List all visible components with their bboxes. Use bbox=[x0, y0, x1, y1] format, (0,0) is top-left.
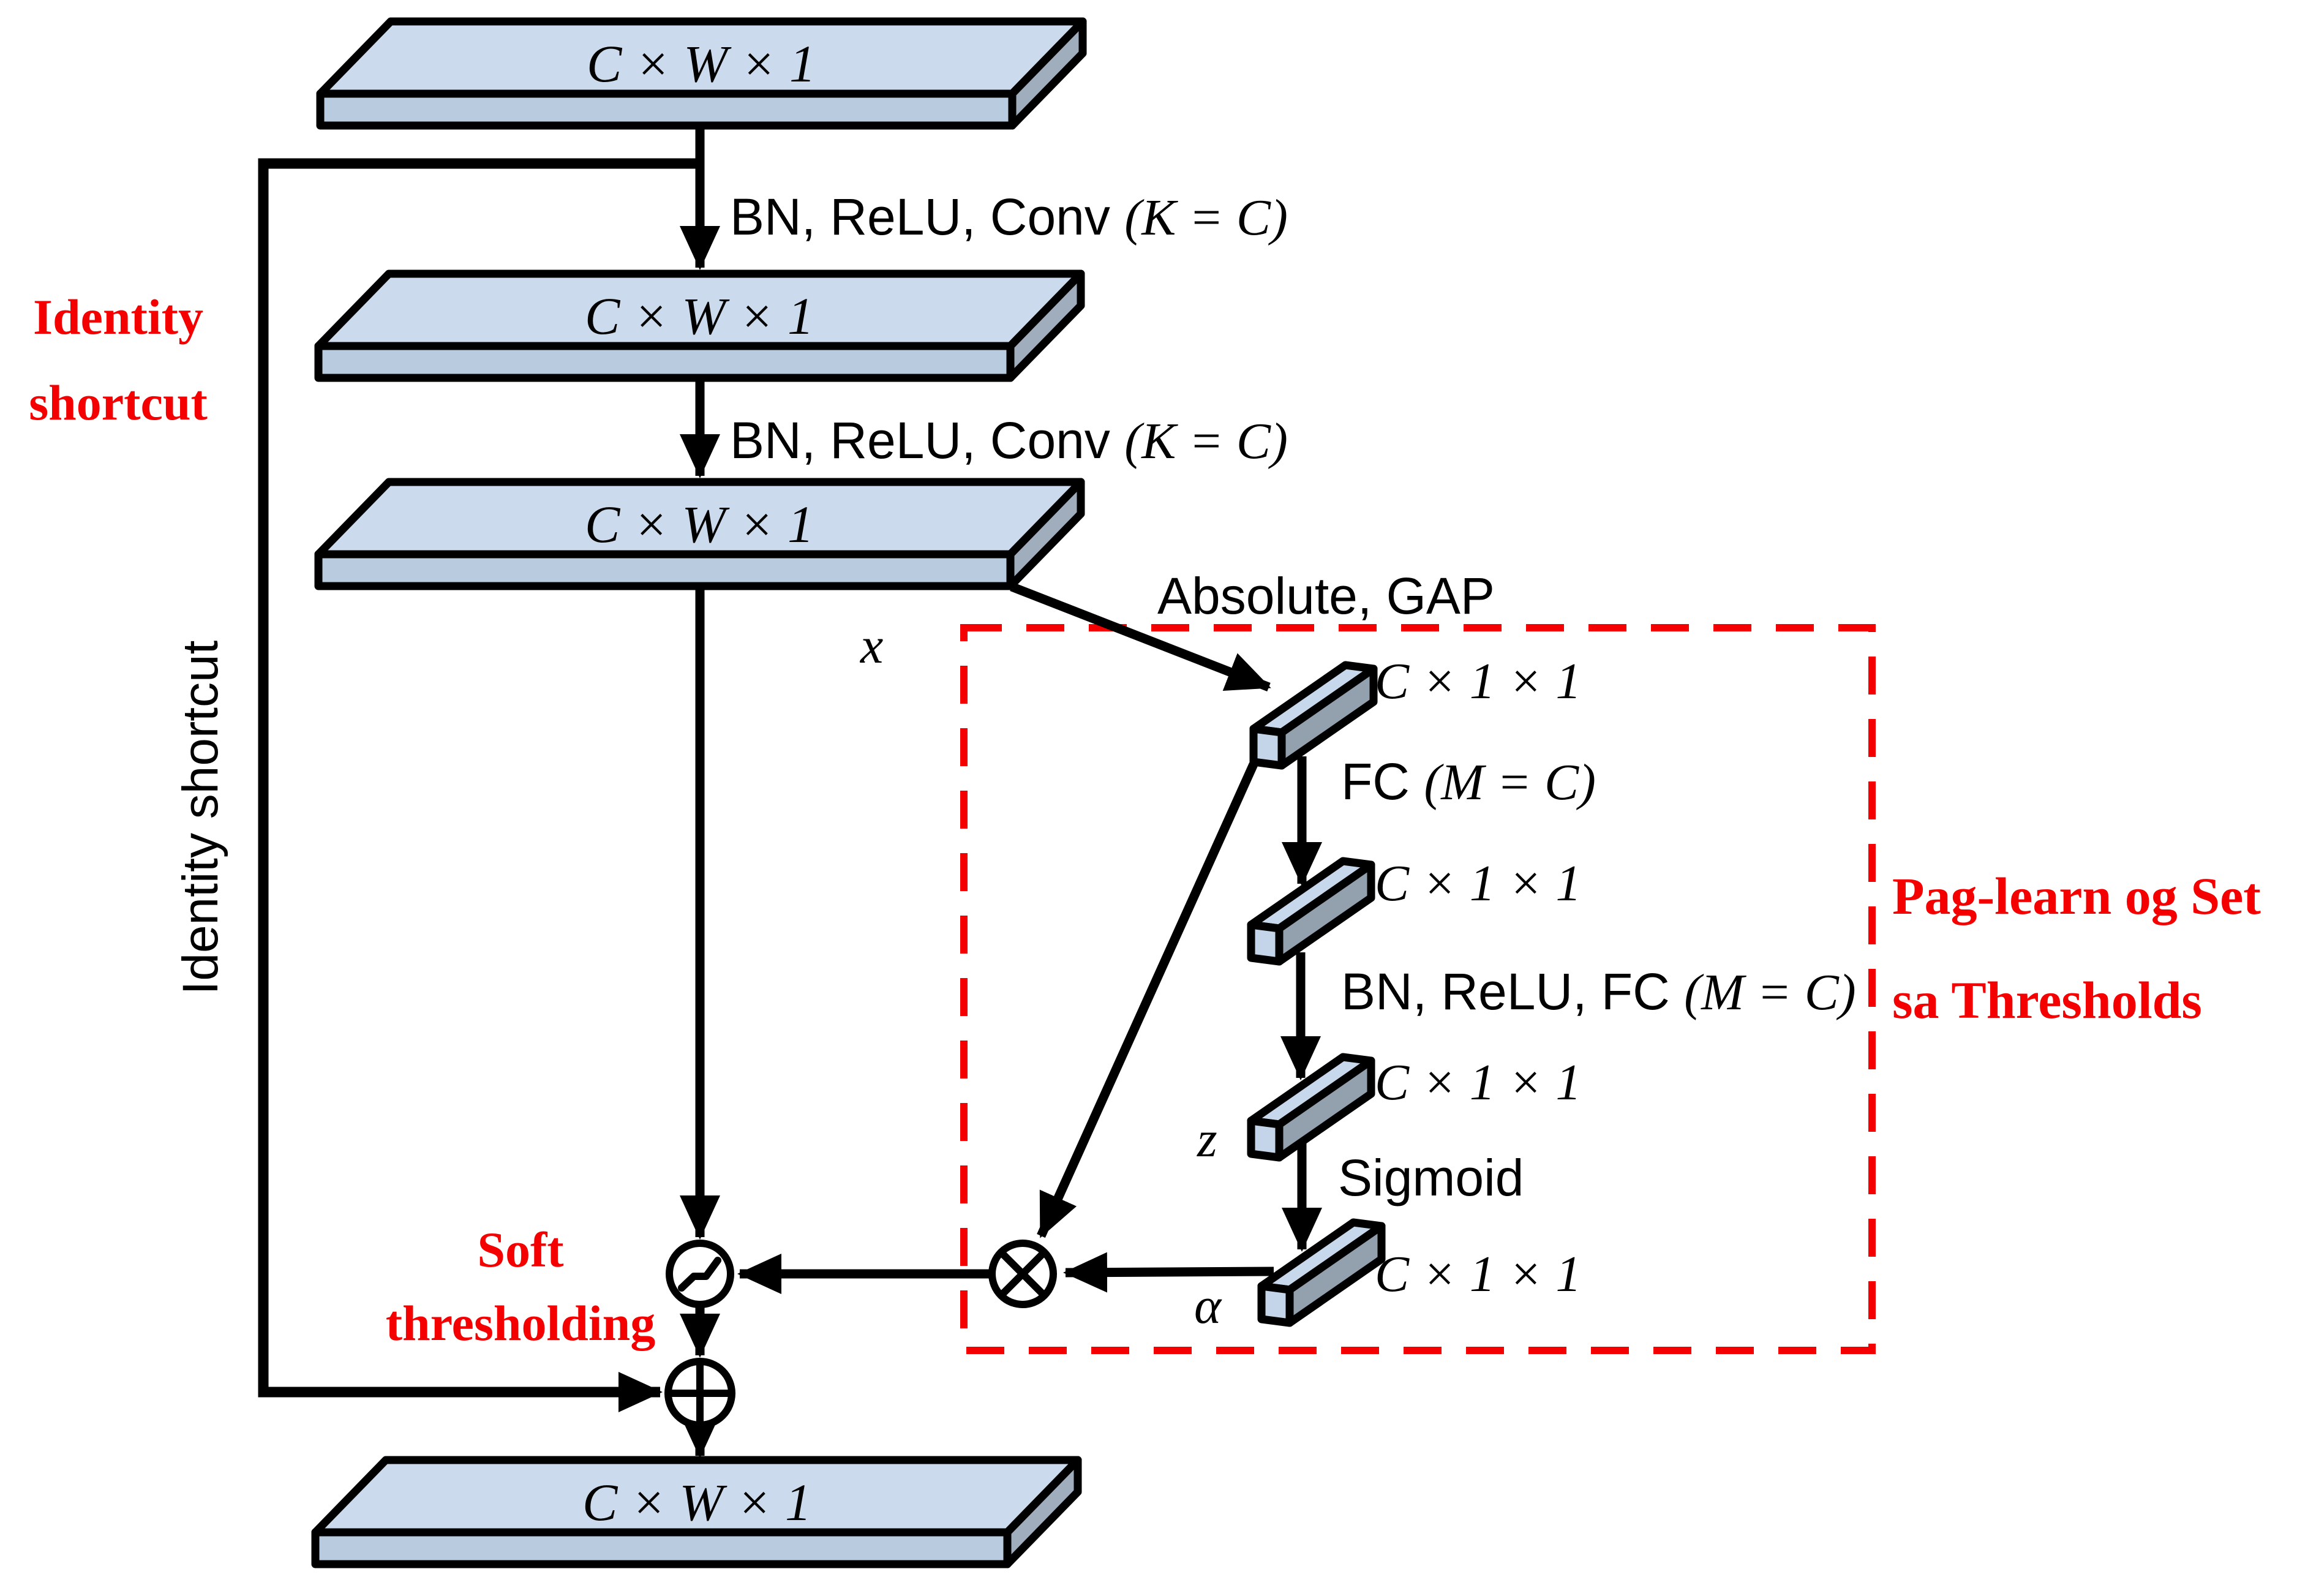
arrow-absolute-gap bbox=[1010, 582, 1271, 691]
label-conv1: BN, ReLU, Conv (K = C) bbox=[730, 188, 1288, 246]
identity-shortcut-title-line1: Identity bbox=[33, 289, 203, 345]
bar-front-face bbox=[1247, 1116, 1284, 1162]
bar-label: C × 1 × 1 bbox=[1375, 855, 1581, 912]
bar-label: C × 1 × 1 bbox=[1375, 653, 1581, 710]
label-conv2-math: (K = C) bbox=[1124, 413, 1288, 470]
multiply-icon bbox=[999, 1250, 1047, 1298]
soft-threshold-node bbox=[666, 1240, 734, 1308]
arrow-x-to-multiply bbox=[1037, 762, 1258, 1238]
add-node bbox=[664, 1358, 735, 1429]
label-fc-prefix: FC bbox=[1341, 753, 1424, 810]
soft-thresholding-label-line1: Soft bbox=[477, 1222, 563, 1278]
label-x: x bbox=[859, 617, 883, 674]
label-sigmoid: Sigmoid bbox=[1338, 1149, 1524, 1206]
label-bn-relu-fc-math: (M = C) bbox=[1684, 964, 1856, 1021]
identity-shortcut-title-line2: shortcut bbox=[29, 375, 208, 431]
bar-gap-output bbox=[1249, 661, 1378, 770]
bar-z bbox=[1247, 1053, 1375, 1162]
slab-conv2-output: C × W × 1 bbox=[314, 478, 1085, 590]
identity-shortcut-line bbox=[258, 158, 704, 1412]
label-conv2: BN, ReLU, Conv (K = C) bbox=[730, 412, 1288, 470]
label-alpha: α bbox=[1194, 1278, 1222, 1334]
bar-fc-output bbox=[1247, 857, 1375, 966]
slab-label: C × W × 1 bbox=[582, 1473, 811, 1532]
soft-threshold-icon bbox=[678, 1257, 721, 1292]
bar-front-face bbox=[1247, 920, 1284, 966]
label-bn-relu-fc-prefix: BN, ReLU, FC bbox=[1341, 963, 1684, 1020]
slab-label: C × W × 1 bbox=[587, 34, 816, 93]
multiply-node bbox=[988, 1240, 1057, 1308]
slab-front-face bbox=[311, 1528, 1012, 1568]
attention-branch-arrows bbox=[737, 582, 1322, 1294]
slab-input: C × W × 1 bbox=[316, 17, 1087, 130]
threshold-subnet-box bbox=[960, 624, 1876, 1354]
slab-conv1-output: C × W × 1 bbox=[314, 269, 1085, 382]
label-conv1-prefix: BN, ReLU, Conv bbox=[730, 188, 1124, 246]
slab-label: C × W × 1 bbox=[585, 495, 814, 554]
threshold-box-label-line1: Pag-learn og Set bbox=[1892, 867, 2261, 925]
threshold-box-label-line2: sa Thresholds bbox=[1892, 971, 2202, 1029]
soft-thresholding-label-line2: thresholding bbox=[386, 1295, 656, 1351]
slab-front-face bbox=[316, 89, 1017, 130]
bar-alpha bbox=[1257, 1218, 1386, 1327]
slab-label: C × W × 1 bbox=[585, 287, 814, 345]
label-z: z bbox=[1197, 1111, 1217, 1168]
label-conv2-prefix: BN, ReLU, Conv bbox=[730, 412, 1124, 469]
label-absolute-gap: Absolute, GAP bbox=[1157, 567, 1495, 625]
arrow-alpha-to-multiply bbox=[1063, 1252, 1274, 1293]
bar-front-face bbox=[1249, 725, 1286, 770]
label-conv1-math: (K = C) bbox=[1124, 189, 1288, 246]
slab-front-face bbox=[314, 550, 1015, 590]
label-fc: FC (M = C) bbox=[1341, 753, 1596, 811]
bar-label: C × 1 × 1 bbox=[1375, 1054, 1581, 1111]
label-fc-math: (M = C) bbox=[1424, 754, 1596, 811]
identity-shortcut-vertical-label: Identity shortcut bbox=[173, 640, 228, 995]
label-bn-relu-fc: BN, ReLU, FC (M = C) bbox=[1341, 963, 1856, 1021]
identity-shortcut-path bbox=[258, 158, 704, 1412]
slab-output: C × W × 1 bbox=[311, 1456, 1082, 1568]
slab-front-face bbox=[314, 342, 1015, 382]
bar-label: C × 1 × 1 bbox=[1375, 1246, 1581, 1303]
bar-front-face bbox=[1257, 1282, 1294, 1327]
